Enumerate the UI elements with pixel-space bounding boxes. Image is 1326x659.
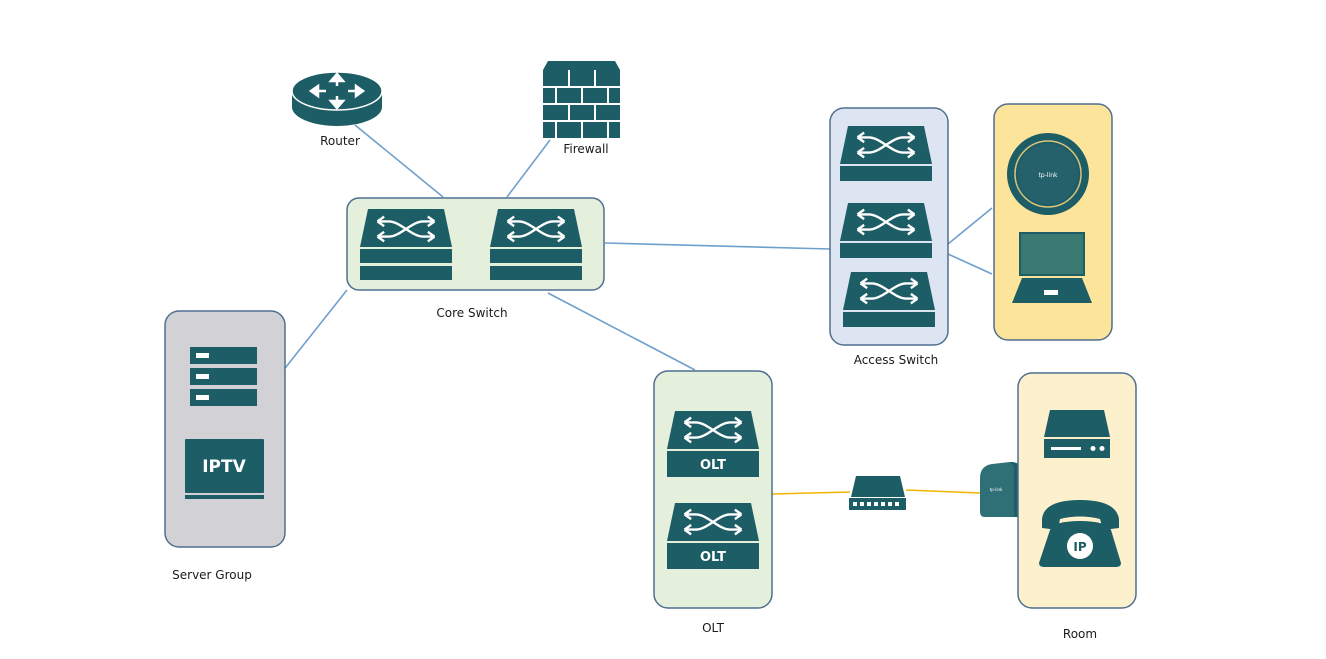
room-group: IP Room bbox=[1017, 372, 1137, 641]
olt-group: OLT OLT OLT bbox=[653, 370, 773, 635]
core-switch-group: Core Switch bbox=[346, 197, 605, 320]
firewall: Firewall bbox=[543, 61, 620, 156]
link-core-olt bbox=[547, 292, 696, 371]
wireless-client-group: tp-link bbox=[993, 103, 1113, 341]
core-switch-label: Core Switch bbox=[436, 306, 507, 320]
access-point-icon: tp-link bbox=[1007, 133, 1089, 215]
iptv-icon: IPTV bbox=[185, 439, 264, 499]
olt-group-label: OLT bbox=[702, 621, 724, 635]
core-switch-1 bbox=[360, 209, 452, 280]
room-label: Room bbox=[1063, 627, 1097, 641]
firewall-icon bbox=[543, 61, 620, 138]
splitter bbox=[849, 476, 906, 510]
link-splitter-ont bbox=[905, 489, 981, 494]
laptop-icon bbox=[1012, 232, 1092, 303]
link-core-server bbox=[281, 289, 348, 373]
ip-phone-icon: IP bbox=[1039, 500, 1121, 567]
access-switch-group: Access Switch bbox=[829, 107, 949, 367]
link-firewall-core bbox=[506, 139, 551, 198]
link-access-wifi-bottom bbox=[947, 253, 993, 275]
server-group: IPTV Server Group bbox=[164, 310, 286, 582]
router: Router bbox=[291, 71, 383, 148]
server-rack-icon bbox=[190, 347, 257, 406]
access-switch-2 bbox=[840, 203, 932, 258]
olt-2-text: OLT bbox=[700, 550, 726, 565]
access-switch-label: Access Switch bbox=[854, 353, 939, 367]
svg-text:tp-link: tp-link bbox=[990, 487, 1003, 492]
svg-text:tp-link: tp-link bbox=[1039, 172, 1058, 179]
olt-container bbox=[653, 370, 773, 609]
splitter-icon bbox=[849, 476, 906, 510]
ip-phone-text: IP bbox=[1073, 540, 1086, 554]
server-group-label: Server Group bbox=[172, 568, 252, 582]
olt-1-text: OLT bbox=[700, 458, 726, 473]
set-top-box-icon bbox=[1044, 410, 1110, 458]
link-core-access bbox=[604, 242, 831, 250]
room-container bbox=[1017, 372, 1137, 609]
firewall-label: Firewall bbox=[563, 142, 608, 156]
core-switch-2 bbox=[490, 209, 582, 280]
access-switch-1 bbox=[840, 126, 932, 181]
access-switch-3 bbox=[843, 272, 935, 327]
iptv-text: IPTV bbox=[202, 457, 246, 477]
server-group-container bbox=[164, 310, 286, 548]
link-router-core bbox=[354, 124, 444, 198]
link-olt-splitter bbox=[771, 491, 851, 495]
link-access-wifi-top bbox=[947, 207, 993, 245]
router-label: Router bbox=[320, 134, 360, 148]
olt-2: OLT bbox=[667, 503, 759, 569]
olt-1: OLT bbox=[667, 411, 759, 477]
links bbox=[281, 124, 993, 495]
